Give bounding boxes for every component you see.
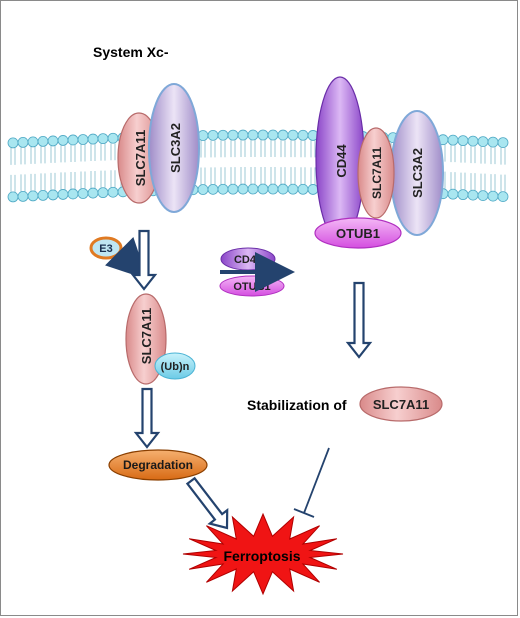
- right-transporter-complex: CD44 SLC7A11 SLC3A2 OTUB1: [314, 76, 444, 249]
- lipid-head-inner: [7, 191, 19, 203]
- lipid-head-inner: [207, 183, 219, 195]
- e3-label: E3: [99, 243, 112, 255]
- lipid-head-inner: [217, 183, 229, 195]
- lipid-head-outer: [77, 134, 89, 145]
- lipid-head-outer: [267, 129, 279, 141]
- cd44-otub1-group: CD44 OTUB1: [219, 247, 295, 297]
- lipid-head-inner: [17, 190, 29, 202]
- lipid-head-inner: [67, 188, 79, 200]
- lipid-head-outer: [257, 129, 269, 141]
- lipid-head-inner: [197, 184, 209, 195]
- lipid-head-inner: [307, 184, 319, 195]
- slc7a11-stabilized-label: SLC7A11: [373, 397, 429, 412]
- lipid-head-inner: [227, 183, 239, 195]
- lipid-head-inner: [277, 183, 289, 195]
- ubiquitin-label: (Ub)n: [161, 361, 190, 373]
- slc3a2-label-left: SLC3A2: [168, 123, 183, 173]
- cd44-label-middle: CD44: [234, 254, 263, 266]
- lipid-head-outer: [217, 129, 229, 141]
- arrow-to-stabilization: [345, 281, 373, 359]
- lipid-head-outer: [457, 135, 469, 147]
- lipid-head-outer: [227, 129, 239, 141]
- lipid-head-inner: [457, 189, 469, 201]
- lipid-head-inner: [237, 183, 249, 195]
- slc7a11-label-middle: SLC7A11: [139, 308, 154, 364]
- slc7a11-label-left: SLC7A11: [133, 130, 148, 186]
- lipid-head-outer: [37, 136, 49, 147]
- inhibition-bar: [293, 508, 315, 518]
- arrow-to-ferroptosis: [185, 476, 229, 530]
- lipid-head-inner: [257, 183, 269, 195]
- lipid-head-inner: [97, 187, 109, 199]
- lipid-head-outer: [277, 129, 289, 141]
- inhibition-stem: [303, 447, 330, 514]
- lipid-head-inner: [57, 189, 69, 200]
- lipid-head-inner: [107, 186, 119, 198]
- lipid-head-outer: [467, 135, 479, 147]
- otub1-protein-right: [314, 217, 402, 249]
- ferroptosis-group: Ferroptosis: [182, 512, 344, 596]
- stabilization-text: Stabilization of: [247, 397, 347, 413]
- slc7a11-label-right: SLC7A11: [370, 147, 384, 199]
- lipid-head-outer: [97, 133, 109, 145]
- lipid-head-outer: [497, 137, 509, 148]
- ferroptosis-label: Ferroptosis: [223, 548, 300, 564]
- lipid-head-outer: [207, 129, 219, 141]
- arrow-to-degradation: [133, 387, 161, 449]
- slc7a11-stabilized-node: [359, 386, 443, 422]
- lipid-head-inner: [27, 190, 39, 202]
- lipid-head-outer: [247, 129, 259, 141]
- otub1-label-middle: OTUB1: [233, 281, 270, 293]
- lipid-head-inner: [297, 183, 309, 195]
- lipid-head-inner: [247, 183, 259, 195]
- lipid-head-inner: [37, 190, 49, 201]
- degradation-node: [108, 449, 208, 481]
- lipid-head-outer: [487, 136, 499, 148]
- lipid-head-outer: [27, 136, 39, 148]
- ubiquitinated-slc7a11: SLC7A11 (Ub)n: [125, 293, 196, 385]
- lipid-head-outer: [7, 137, 19, 149]
- lipid-head-outer: [67, 134, 79, 146]
- lipid-head-inner: [287, 183, 299, 195]
- lipid-head-inner: [77, 188, 89, 199]
- degradation-group: Degradation: [108, 449, 208, 481]
- lipid-head-inner: [497, 191, 509, 202]
- lipid-head-outer: [17, 136, 29, 148]
- lipid-head-outer: [47, 135, 59, 147]
- cd44-label-right: CD44: [334, 144, 349, 178]
- ferroptosis-starburst: [182, 512, 344, 596]
- e3-ligase-group: E3: [89, 236, 148, 280]
- lipid-head-outer: [237, 129, 249, 141]
- arrow-to-ubiquitination: [130, 229, 158, 291]
- lipid-head-inner: [267, 183, 279, 195]
- ubiquitin-chain: [154, 352, 196, 380]
- slc7a11-protein-right: [357, 127, 395, 219]
- slc3a2-label-right: SLC3A2: [410, 148, 425, 198]
- lipid-head-outer: [297, 129, 309, 141]
- system-xc-title: System Xc-: [93, 44, 169, 60]
- lipid-head-outer: [287, 129, 299, 141]
- otub1-label-right: OTUB1: [336, 226, 380, 241]
- lipid-head-outer: [447, 134, 459, 146]
- e3-binding-arrow: [105, 237, 148, 280]
- lipid-head-inner: [87, 187, 99, 199]
- stabilization-group: Stabilization of SLC7A11: [247, 386, 443, 422]
- slc3a2-protein-left: [148, 83, 200, 213]
- lipid-head-inner: [477, 190, 489, 201]
- inhibition-line: [293, 447, 330, 518]
- degradation-label: Degradation: [123, 458, 193, 472]
- lipid-head-outer: [107, 132, 119, 144]
- lipid-head-inner: [487, 190, 499, 202]
- hollow-arrows: [130, 229, 373, 530]
- lipid-head-inner: [47, 189, 59, 201]
- lipid-head-outer: [57, 135, 69, 146]
- lipid-head-inner: [467, 189, 479, 201]
- lipid-head-inner: [447, 188, 459, 200]
- lipid-head-outer: [477, 136, 489, 147]
- lipid-head-outer: [87, 133, 99, 145]
- left-transporter-complex: SLC7A11 SLC3A2: [117, 83, 200, 213]
